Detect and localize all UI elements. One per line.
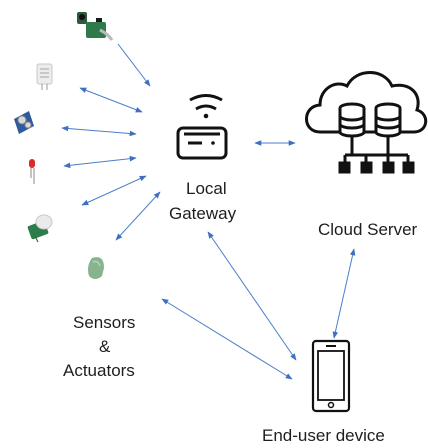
cloud-server-icon	[305, 71, 428, 174]
smartphone-icon	[311, 339, 351, 413]
arrow-soil-gateway	[115, 191, 161, 241]
arrow-sensors-device	[161, 298, 293, 380]
arrow-led-gateway	[63, 155, 137, 169]
arrow-camera-gateway	[117, 43, 151, 87]
humidity-sensor-icon	[36, 63, 53, 90]
arrow-device-cloud	[332, 248, 356, 339]
cloud-server-label: Cloud Server	[318, 220, 418, 239]
soil-sensor-icon	[88, 257, 104, 279]
connection-arrows	[61, 43, 356, 380]
arrow-pir-gateway	[81, 175, 147, 206]
camera-module-icon	[77, 12, 114, 41]
arrow-gateway-device	[207, 231, 297, 361]
led-icon	[29, 159, 35, 184]
sensors-label-line3: Actuators	[63, 361, 135, 380]
sensors-label-line2: &	[99, 337, 111, 356]
pir-motion-sensor-icon	[27, 214, 53, 243]
arrow-ultrasonic-gateway	[61, 125, 137, 137]
end-user-device-label: End-user device	[262, 426, 385, 445]
gateway-label-line1: Local	[186, 179, 227, 198]
gateway-label-line2: Gateway	[169, 204, 237, 223]
arrow-humidity-gateway	[79, 87, 143, 113]
sensors-label-line1: Sensors	[73, 313, 136, 332]
ultrasonic-sensor-icon	[14, 111, 34, 134]
router-icon	[176, 94, 228, 160]
